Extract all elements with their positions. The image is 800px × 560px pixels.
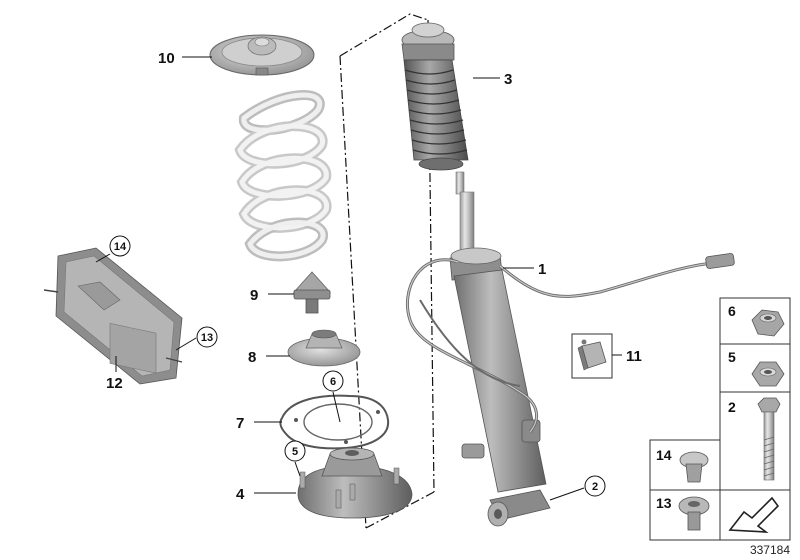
callout-13-circled: 13 [196,326,218,348]
callout-8: 8 [248,349,256,366]
callout-2-circled: 2 [584,475,606,497]
panel-cell-13 [649,489,721,541]
part-9-bump-stop [293,271,331,314]
part-10-spring-seat-upper [209,34,315,76]
panel-cell-14 [649,439,721,491]
part-4-strut-mount [297,447,413,519]
part-7-gasket [279,394,390,450]
part-12-heat-shield [43,247,183,385]
panel-label-5: 5 [728,349,736,365]
panel-label-6: 6 [728,303,736,319]
callout-9: 9 [250,287,258,304]
part-3-dust-boot [401,22,469,171]
callout-3: 3 [504,71,512,88]
callout-11: 11 [626,348,642,365]
panel-label-14: 14 [656,447,672,463]
callout-6: 6 [330,376,336,388]
callout-14: 14 [114,241,127,253]
panel-label-2: 2 [728,399,736,415]
part-8-spring-seat-lower [287,329,361,367]
callout-10: 10 [158,50,175,67]
direction-arrow-icon [728,496,780,533]
diagram-reference-number: 337184 [750,543,790,557]
coil-spring [234,90,332,262]
callout-14-circled: 14 [109,235,131,257]
callout-6-circled: 6 [322,370,344,392]
callout-5-circled: 5 [284,440,306,462]
callout-1: 1 [538,261,546,278]
panel-label-13: 13 [656,495,672,511]
callout-12: 12 [106,375,123,392]
callout-2: 2 [592,481,598,493]
small-parts-panel: 6 5 2 14 13 [649,297,791,541]
callout-7: 7 [236,415,244,432]
callout-13: 13 [201,332,213,344]
leader-lines [95,56,622,501]
panel-cell-2 [719,391,791,491]
callout-4: 4 [236,486,245,503]
callout-5: 5 [292,446,298,458]
part-1-shock-absorber [405,171,735,527]
part-11-connector-box [571,333,613,379]
